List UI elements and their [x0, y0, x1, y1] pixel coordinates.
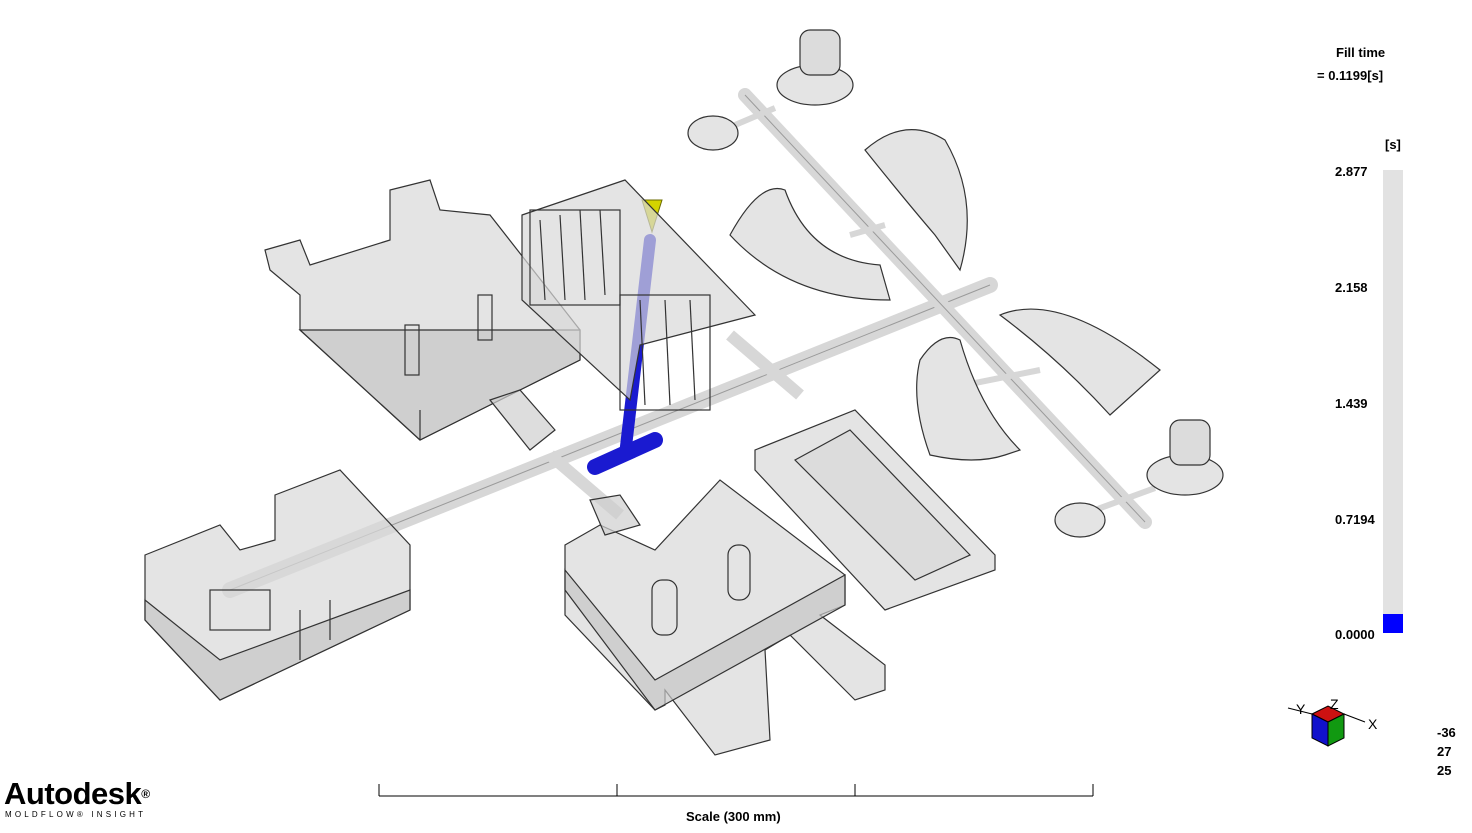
- legend-unit: [s]: [1385, 137, 1401, 152]
- rotation-x-value: -36: [1437, 725, 1456, 740]
- scale-label: Scale (300 mm): [686, 809, 781, 824]
- part-frame-ribbed: [521, 179, 757, 411]
- legend-tick: 0.7194: [1335, 512, 1375, 527]
- part-rect-frame: [754, 409, 996, 611]
- orientation-triad: Y Z X: [1287, 696, 1378, 747]
- part-housing-lower-center: [564, 479, 886, 756]
- legend-color-bar-fill: [1383, 614, 1403, 633]
- scale-bar: [378, 784, 1094, 797]
- autodesk-logo: Autodesk® MOLDFLOW® INSIGHT: [4, 776, 150, 820]
- part-housing-upper-left: [264, 179, 581, 451]
- product-name: MOLDFLOW® INSIGHT: [5, 810, 147, 819]
- part-shells: [729, 129, 1161, 461]
- rotation-y-value: 27: [1437, 744, 1452, 759]
- part-cups: [687, 29, 1224, 538]
- logo-registered-mark: ®: [141, 787, 150, 801]
- part-housing-lower-left: [144, 469, 411, 701]
- legend-tick: 2.158: [1335, 280, 1368, 295]
- axis-z-label: Z: [1330, 696, 1339, 712]
- legend-tick: 1.439: [1335, 396, 1368, 411]
- logo-text: Autodesk: [4, 776, 142, 811]
- legend-title: Fill time: [1336, 45, 1386, 60]
- legend-color-bar: [1383, 170, 1403, 633]
- legend-current-value: = 0.1199[s]: [1317, 68, 1384, 83]
- axis-y-label: Y: [1296, 701, 1306, 717]
- rotation-z-value: 25: [1437, 763, 1452, 778]
- legend-tick: 2.877: [1335, 164, 1368, 179]
- axis-x-label: X: [1368, 716, 1378, 732]
- legend-tick: 0.0000: [1335, 627, 1375, 642]
